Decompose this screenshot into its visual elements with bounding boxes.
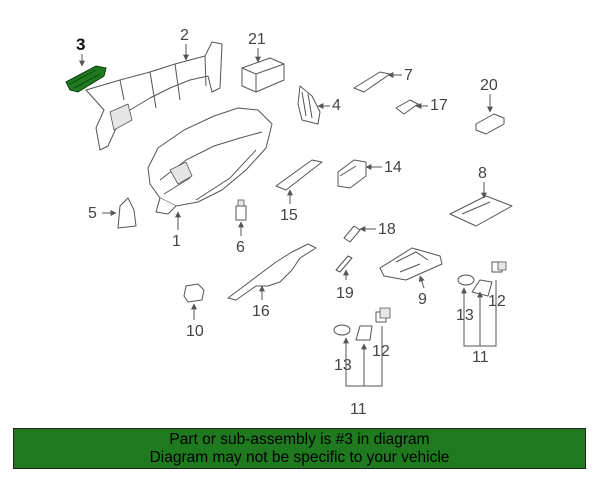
banner-line-2: Diagram may not be specific to your vehi… bbox=[149, 448, 450, 466]
callout-11-right: 11 bbox=[472, 349, 489, 366]
part-20-bracket bbox=[475, 113, 505, 135]
callout-10: 10 bbox=[186, 323, 204, 340]
callout-14: 14 bbox=[384, 159, 402, 176]
part-2-crossbeam bbox=[85, 41, 223, 151]
part-16-garnish bbox=[227, 243, 317, 301]
part-21-module bbox=[241, 57, 285, 93]
callout-11-lower: 11 bbox=[350, 401, 367, 418]
part-17-small-panel bbox=[395, 99, 419, 115]
callout-19: 19 bbox=[336, 285, 354, 302]
parts-group-lower bbox=[333, 307, 391, 341]
callout-21: 21 bbox=[248, 31, 266, 48]
part-1-instrument-panel bbox=[147, 107, 273, 215]
part-14-pocket bbox=[337, 159, 367, 189]
callout-6: 6 bbox=[236, 239, 245, 256]
part-15-lower-trim bbox=[275, 159, 323, 191]
callout-2: 2 bbox=[180, 27, 189, 44]
callout-20: 20 bbox=[480, 77, 498, 94]
part-6-switch bbox=[235, 199, 247, 221]
callout-18: 18 bbox=[378, 221, 396, 238]
callout-5: 5 bbox=[88, 205, 97, 222]
callout-1: 1 bbox=[172, 233, 181, 250]
part-8-panel bbox=[449, 195, 513, 227]
banner-line-1: Part or sub-assembly is #3 in diagram bbox=[169, 430, 430, 448]
callout-16: 16 bbox=[252, 303, 270, 320]
part-19-clip bbox=[335, 255, 353, 273]
callout-4: 4 bbox=[332, 97, 341, 114]
callout-17: 17 bbox=[430, 97, 448, 114]
callout-13-lower: 13 bbox=[334, 357, 352, 374]
info-banner: Part or sub-assembly is #3 in diagram Di… bbox=[13, 428, 586, 469]
callout-3: 3 bbox=[76, 35, 85, 54]
part-18-clip bbox=[343, 225, 361, 243]
callout-9: 9 bbox=[418, 291, 427, 308]
parts-group-right bbox=[457, 261, 507, 297]
callout-12-lower: 12 bbox=[372, 343, 390, 360]
part-10-bracket bbox=[183, 283, 205, 303]
part-3-highlighted[interactable] bbox=[65, 65, 107, 93]
part-7-trim-strip bbox=[353, 71, 391, 93]
callout-15: 15 bbox=[280, 207, 298, 224]
callout-7: 7 bbox=[404, 67, 413, 84]
part-5-end-cap bbox=[117, 197, 137, 229]
callout-12-right: 12 bbox=[488, 293, 506, 310]
callout-13-right: 13 bbox=[456, 307, 474, 324]
callout-8: 8 bbox=[478, 165, 487, 182]
part-4-side-cover bbox=[297, 85, 321, 125]
part-9-tray bbox=[379, 247, 443, 281]
